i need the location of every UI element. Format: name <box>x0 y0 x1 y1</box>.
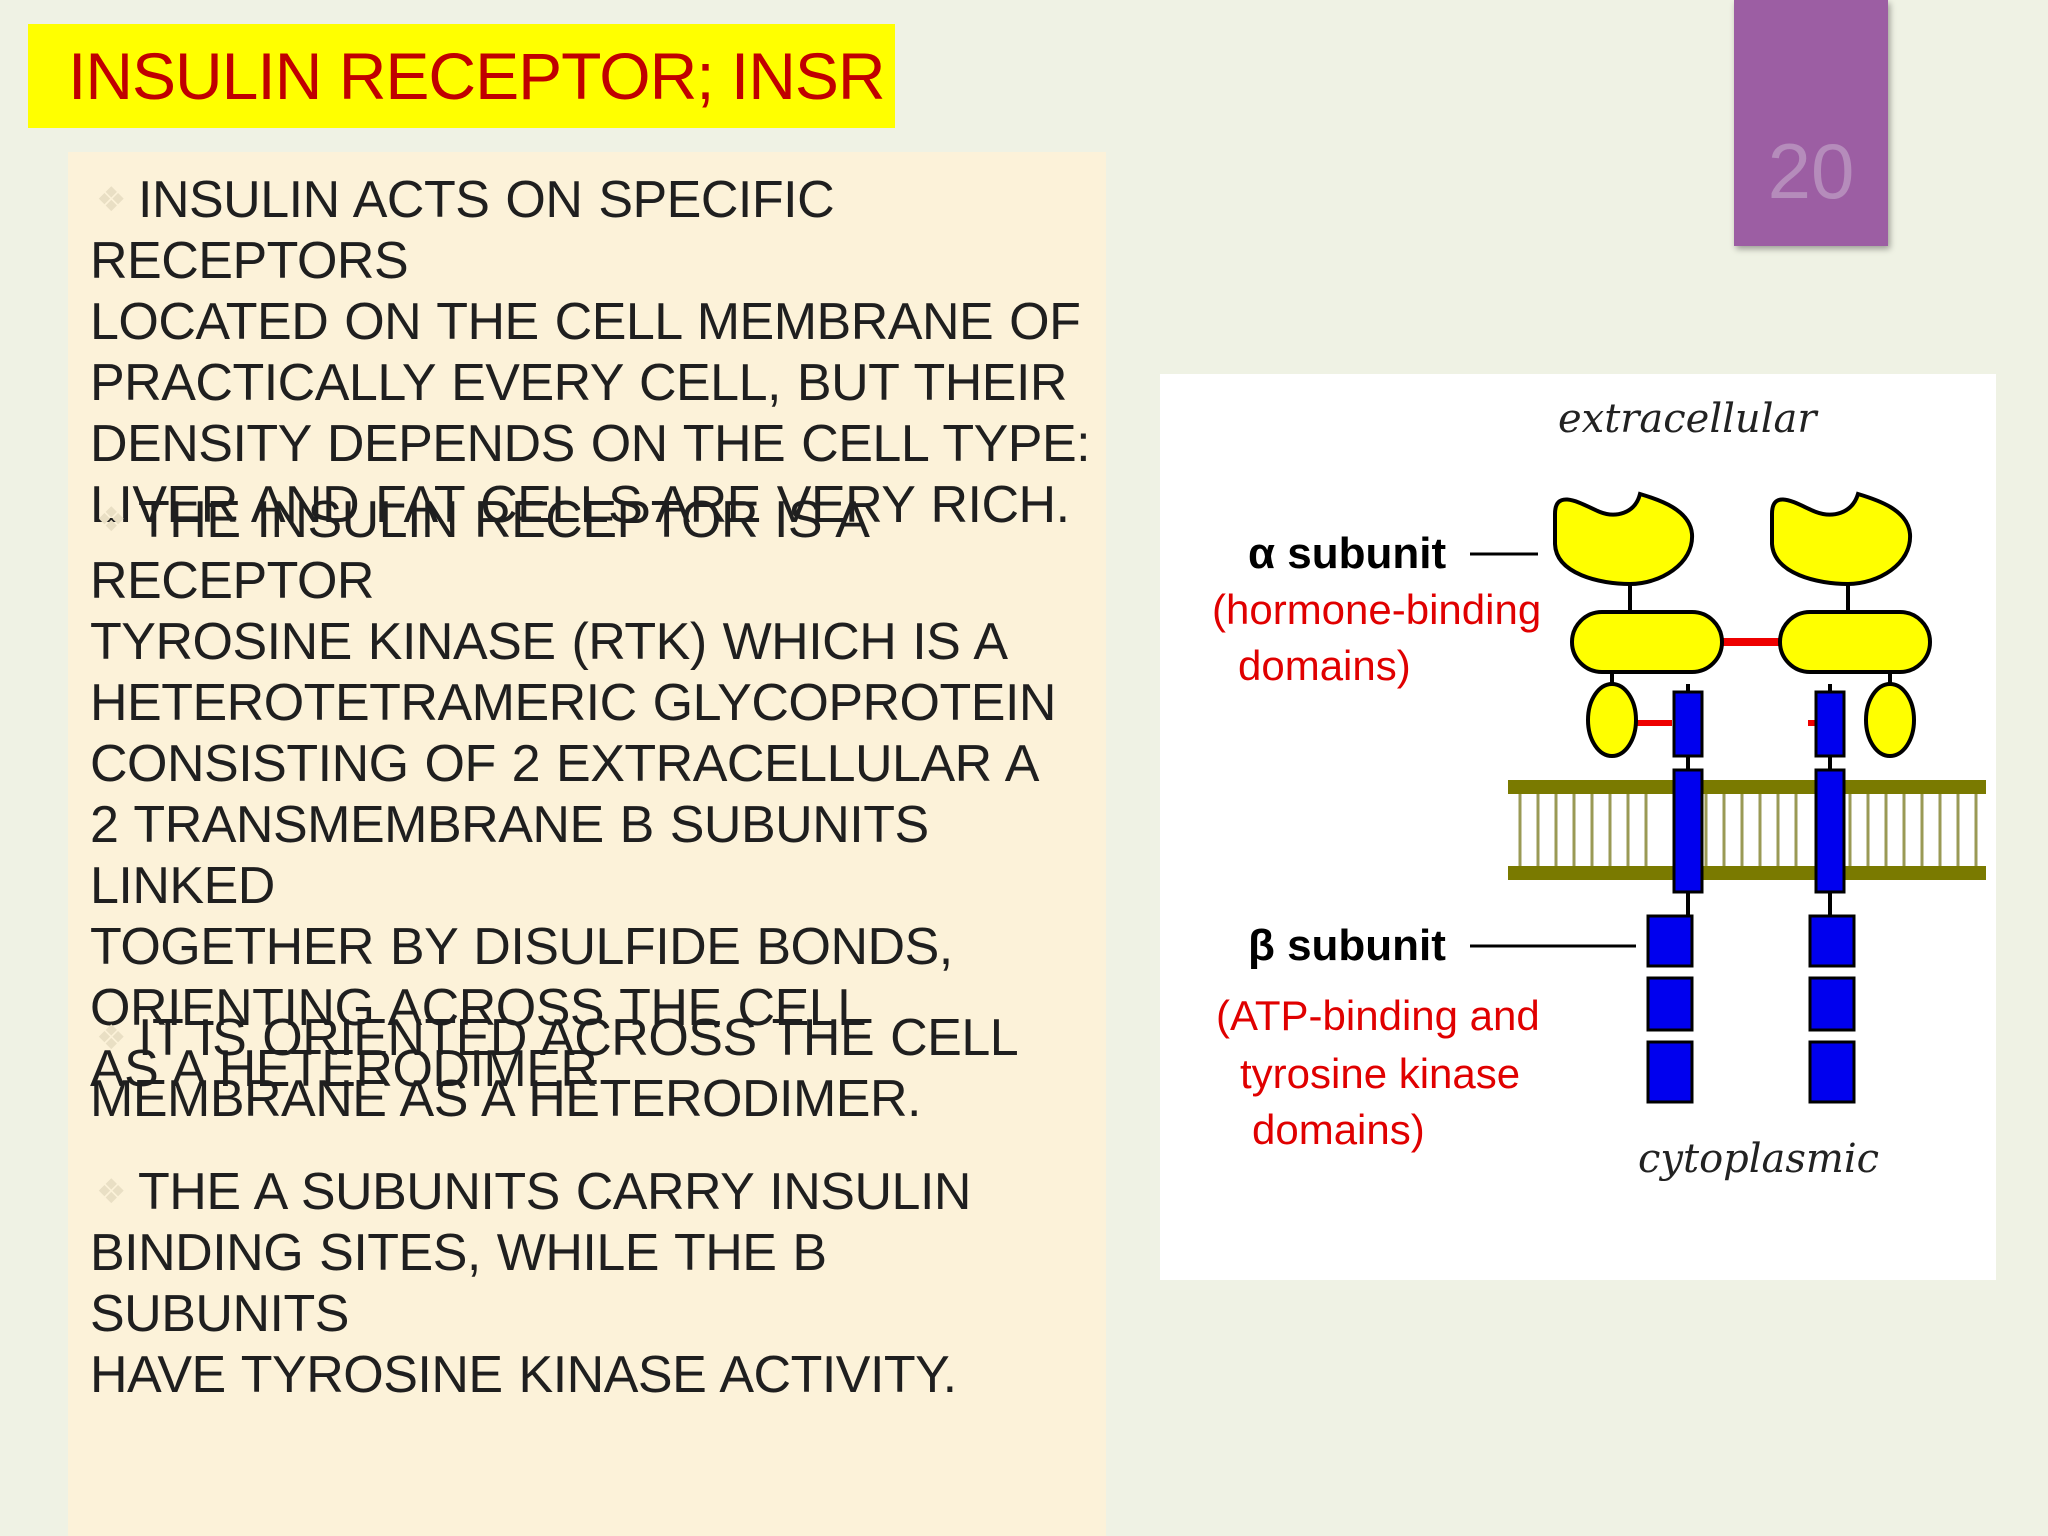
bullet-diamond-icon: ❖ <box>96 1173 126 1211</box>
beta-tm-left <box>1672 768 1704 894</box>
beta-kinase-left-2 <box>1646 976 1694 1032</box>
beta-desc-line-2: tyrosine kinase <box>1240 1050 1520 1097</box>
cell-membrane <box>1508 780 1986 880</box>
para-2-line-5: 2 TRANSMEMBRANE B SUBUNITS LINKED <box>90 796 929 915</box>
bullet-paragraph-1: ❖INSULIN ACTS ON SPECIFIC RECEPTORS LOCA… <box>90 170 1100 536</box>
beta-kinase-right-1 <box>1808 914 1856 968</box>
alpha-small-domain-right <box>1864 682 1916 758</box>
para-2-line-4: CONSISTING OF 2 EXTRACELLULAR A <box>90 735 1039 793</box>
bullet-diamond-icon: ❖ <box>96 1019 126 1057</box>
beta-kinase-left-1 <box>1646 914 1694 968</box>
insulin-receptor-diagram: extracellular α subunit (hormone-binding… <box>1160 374 1996 1280</box>
page-number: 20 <box>1767 127 1855 215</box>
receptor-diagram-svg: extracellular α subunit (hormone-binding… <box>1212 396 1986 1182</box>
beta-kinase-left-3 <box>1646 1040 1694 1104</box>
text-panel: ❖INSULIN ACTS ON SPECIFIC RECEPTORS LOCA… <box>68 152 1106 1536</box>
para-1-line-1: INSULIN ACTS ON SPECIFIC RECEPTORS <box>90 171 835 290</box>
alpha-desc-line-2: domains) <box>1238 642 1411 689</box>
alpha-cup-right <box>1770 491 1913 587</box>
para-2-line-7: ORIENTING ACROSS THE CELL <box>90 979 866 1037</box>
para-1-line-2: LOCATED ON THE CELL MEMBRANE OF <box>90 293 1081 351</box>
para-2-line-6: TOGETHER BY DISULFIDE BONDS, <box>90 918 953 976</box>
beta-kinase-right-3 <box>1808 1040 1856 1104</box>
para-1-line-5: LIVER AND FAT CELLS ARE VERY RICH. <box>90 476 1070 534</box>
para-1-line-3: PRACTICALLY EVERY CELL, BUT THEIR <box>90 354 1068 412</box>
alpha-domain-right <box>1778 610 1932 674</box>
para-2-line-3: HETEROTETRAMERIC GLYCOPROTEIN <box>90 674 1056 732</box>
para-4-line-1: THE A SUBUNITS CARRY INSULIN <box>138 1163 971 1221</box>
receptor-half-right <box>1770 491 1932 1104</box>
beta-kinase-right-2 <box>1808 976 1856 1032</box>
para-1-line-4: DENSITY DEPENDS ON THE CELL TYPE: <box>90 415 1091 473</box>
bullet-paragraph-4: ❖ THE A SUBUNITS CARRY INSULIN BINDING SI… <box>90 1162 1100 1406</box>
bullet-diamond-icon: ❖ <box>96 501 126 539</box>
para-2-line-2: TYROSINE KINASE (RTK) WHICH IS A <box>90 613 1008 671</box>
para-4-line-2: BINDING SITES, WHILE THE B SUBUNITS <box>90 1224 827 1343</box>
page-number-tab: 20 <box>1734 0 1888 246</box>
para-3-line-2: MEMBRANE AS A HETERODIMER. <box>90 1070 921 1128</box>
title-banner: INSULIN RECEPTOR; INSR <box>28 24 895 128</box>
beta-stem-left <box>1672 690 1704 758</box>
bullet-diamond-icon: ❖ <box>96 181 126 219</box>
beta-desc-line-3: domains) <box>1252 1106 1425 1153</box>
para-3-line-1: IT IS ORIENTED ACROSS THE CELL <box>138 1009 1019 1067</box>
alpha-small-domain-left <box>1586 682 1638 758</box>
para-2-line-8: AS A HETERODIMER <box>90 1040 598 1098</box>
bullet-paragraph-2: ❖THE INSULIN RECEPTOR IS A RECEPTOR TYRO… <box>90 490 1100 1100</box>
extracellular-label: extracellular <box>1558 396 1819 442</box>
para-2-line-1: THE INSULIN RECEPTOR IS A RECEPTOR <box>90 491 867 610</box>
slide-title: INSULIN RECEPTOR; INSR <box>68 39 886 113</box>
cytoplasmic-label: cytoplasmic <box>1638 1136 1879 1182</box>
alpha-domain-left <box>1570 610 1724 674</box>
alpha-subunit-label: α subunit <box>1248 529 1446 578</box>
para-4-line-3: HAVE TYROSINE KINASE ACTIVITY. <box>90 1346 957 1404</box>
receptor-half-left <box>1553 491 1724 1104</box>
beta-tm-right <box>1814 768 1846 894</box>
beta-desc-line-1: (ATP-binding and <box>1216 992 1540 1039</box>
bullet-paragraph-3: ❖ IT IS ORIENTED ACROSS THE CELL MEMBRANE… <box>90 1008 1100 1130</box>
beta-subunit-label: β subunit <box>1248 921 1446 970</box>
beta-stem-right <box>1814 690 1846 758</box>
alpha-desc-line-1: (hormone-binding <box>1212 586 1541 633</box>
alpha-cup-left <box>1553 491 1695 587</box>
